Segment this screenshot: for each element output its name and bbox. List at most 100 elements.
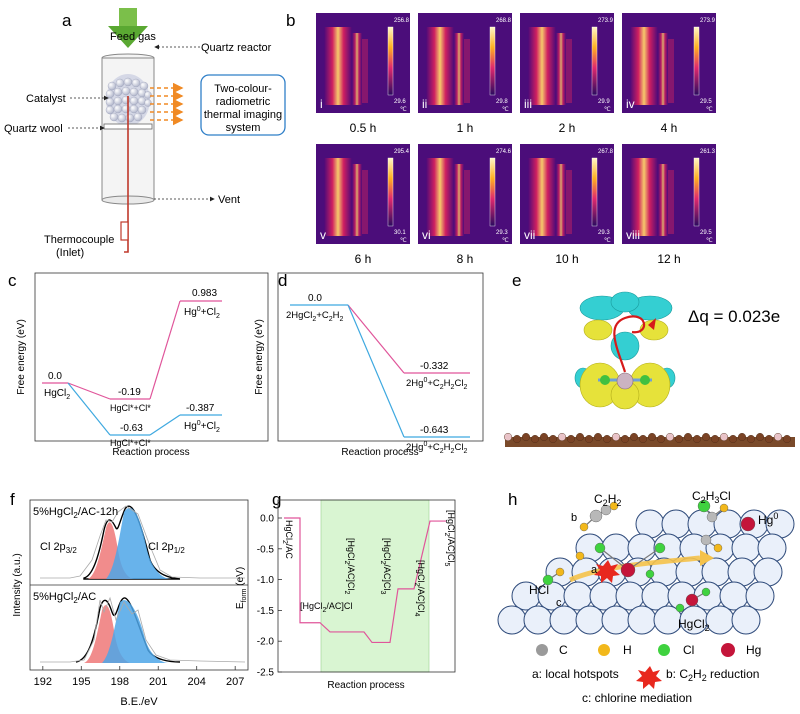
f-xtick-label: 198 bbox=[111, 676, 129, 688]
d-level-0-value: 0.0 bbox=[308, 293, 322, 304]
g-ytick-label: -2.0 bbox=[257, 637, 275, 648]
surface-sphere bbox=[601, 533, 631, 563]
panel-g-ylabel: Eform (eV) bbox=[235, 567, 248, 609]
g-state-0-label: HgCl2/AC bbox=[281, 520, 294, 559]
panel-f-xlabel: B.E./eV bbox=[120, 696, 158, 708]
graphene-layer bbox=[504, 433, 795, 447]
carbon-atom bbox=[594, 433, 603, 442]
panel-a-schematic: Two-colour- radiometric thermal imaging … bbox=[4, 8, 286, 259]
carbon-atom bbox=[639, 435, 648, 444]
carbon-atom bbox=[540, 433, 549, 442]
c-level-4-label: Hg0+Cl2 bbox=[184, 420, 220, 434]
panel-e-charge-density: Δq = 0.023e bbox=[504, 291, 795, 447]
carbon-atom bbox=[747, 435, 756, 444]
thermal-image-tile: 256.829.6℃i0.5 h bbox=[316, 13, 410, 135]
panel-d-ylabel: Free energy (eV) bbox=[254, 319, 265, 395]
catalyst-bed bbox=[105, 74, 152, 126]
g-state-3-label: [HgCl2/AC]Cl3 bbox=[379, 538, 392, 594]
vent-label: Vent bbox=[218, 194, 240, 206]
thermocouple-label: Thermocouple bbox=[44, 234, 114, 246]
imaging-system-label-4: system bbox=[226, 122, 261, 134]
c-level-0-label: HgCl2 bbox=[44, 388, 70, 401]
thermal-min-temp: 30.1 bbox=[394, 230, 406, 236]
carbon-atom bbox=[729, 435, 738, 444]
surface-sphere bbox=[705, 605, 735, 635]
c-level-2-label: Hg0+Cl2 bbox=[184, 306, 220, 320]
g-ytick-label: -1.5 bbox=[257, 606, 275, 617]
thermal-time-label: 10 h bbox=[555, 252, 578, 266]
g-state-5-label: [HgCl2/AC]Cl5 bbox=[443, 510, 456, 566]
thermal-max-temp: 295.4 bbox=[394, 149, 410, 155]
carbon-atom bbox=[756, 433, 765, 442]
note-c: c: chlorine mediation bbox=[582, 691, 692, 705]
d-level-1-value: -0.332 bbox=[420, 361, 449, 372]
carbon-atom bbox=[657, 435, 666, 444]
thermal-roman-label: vii bbox=[524, 228, 535, 242]
surface-sphere bbox=[731, 605, 761, 635]
thermal-min-temp: 29.5 bbox=[700, 99, 712, 105]
h-label-hcl: HCl bbox=[529, 583, 549, 597]
carbon-atom bbox=[603, 435, 612, 444]
thermal-unit: ℃ bbox=[604, 107, 611, 113]
surface-sphere bbox=[627, 605, 657, 635]
panel-g-formation-energy: 0.0-0.5-1.0-1.5-2.0-2.5 Eform (eV) React… bbox=[235, 499, 456, 691]
g-state-2-label: [HgCl2/AC]Cl2 bbox=[343, 538, 356, 594]
c-level-1-label: HgCl*+Cl* bbox=[110, 403, 151, 413]
panel-c-xlabel: Reaction process bbox=[112, 447, 189, 458]
panel-letter-f: f bbox=[10, 490, 15, 509]
peak-label-2p32: Cl 2p3/2 bbox=[40, 541, 77, 555]
panel-letter-d: d bbox=[278, 271, 287, 290]
panel-c-energy-diagram: Free energy (eV) Reaction process 0.0 Hg… bbox=[16, 272, 269, 458]
carbon-atom bbox=[549, 435, 558, 444]
thermocouple-inlet-label: (Inlet) bbox=[56, 247, 84, 259]
carbon-atom bbox=[558, 433, 567, 442]
imaging-system-label-2: radiometric bbox=[216, 96, 271, 108]
panel-letter-a: a bbox=[62, 11, 72, 30]
carbon-atom bbox=[675, 435, 684, 444]
panel-c-ylabel: Free energy (eV) bbox=[16, 319, 27, 395]
legend-c: C bbox=[559, 643, 568, 657]
carbon-atom bbox=[576, 433, 585, 442]
catalyst-label: Catalyst bbox=[26, 93, 66, 105]
h-label-c2h3cl: C2H3Cl bbox=[692, 489, 731, 505]
carbon-atom bbox=[630, 433, 639, 442]
thermal-unit: ℃ bbox=[706, 238, 713, 244]
thermal-max-temp: 273.9 bbox=[700, 18, 716, 24]
thermal-min-temp: 29.3 bbox=[598, 230, 610, 236]
c-level-3-label: HgCl*+Cl* bbox=[110, 438, 151, 448]
surface-sphere bbox=[575, 605, 605, 635]
thermal-image-tile: 295.430.1℃v6 h bbox=[316, 144, 410, 266]
thermal-unit: ℃ bbox=[400, 238, 407, 244]
g-ytick-label: -2.5 bbox=[257, 668, 275, 679]
thermal-time-label: 2 h bbox=[559, 121, 576, 135]
thermal-roman-label: vi bbox=[422, 228, 431, 242]
thermal-min-temp: 29.9 bbox=[598, 99, 610, 105]
c-level-3-value: -0.63 bbox=[120, 423, 143, 434]
h-label-hgcl2: HgCl2 bbox=[678, 617, 710, 633]
sample-label-fresh: 5%HgCl2/AC bbox=[33, 591, 96, 605]
surface-sphere bbox=[745, 581, 775, 611]
panel-letter-c: c bbox=[8, 271, 17, 290]
thermal-time-label: 8 h bbox=[457, 252, 474, 266]
carbon-atom bbox=[666, 433, 675, 442]
carbon-atom bbox=[702, 433, 711, 442]
imaging-system-label-3: thermal imaging bbox=[204, 109, 282, 121]
carbon-atom bbox=[693, 435, 702, 444]
surface-sphere bbox=[627, 533, 657, 563]
delta-q-label: Δq = 0.023e bbox=[688, 307, 780, 326]
thermal-roman-label: ii bbox=[422, 97, 427, 111]
thermal-roman-label: viii bbox=[626, 228, 640, 242]
f-xtick-label: 207 bbox=[226, 676, 244, 688]
thermal-unit: ℃ bbox=[706, 107, 713, 113]
carbon-atom bbox=[504, 433, 513, 442]
h-legend: C H Cl Hg bbox=[536, 643, 761, 657]
g-ytick-label: -0.5 bbox=[257, 544, 275, 555]
d-level-0-label: 2HgCl2+C2H2 bbox=[286, 310, 344, 323]
